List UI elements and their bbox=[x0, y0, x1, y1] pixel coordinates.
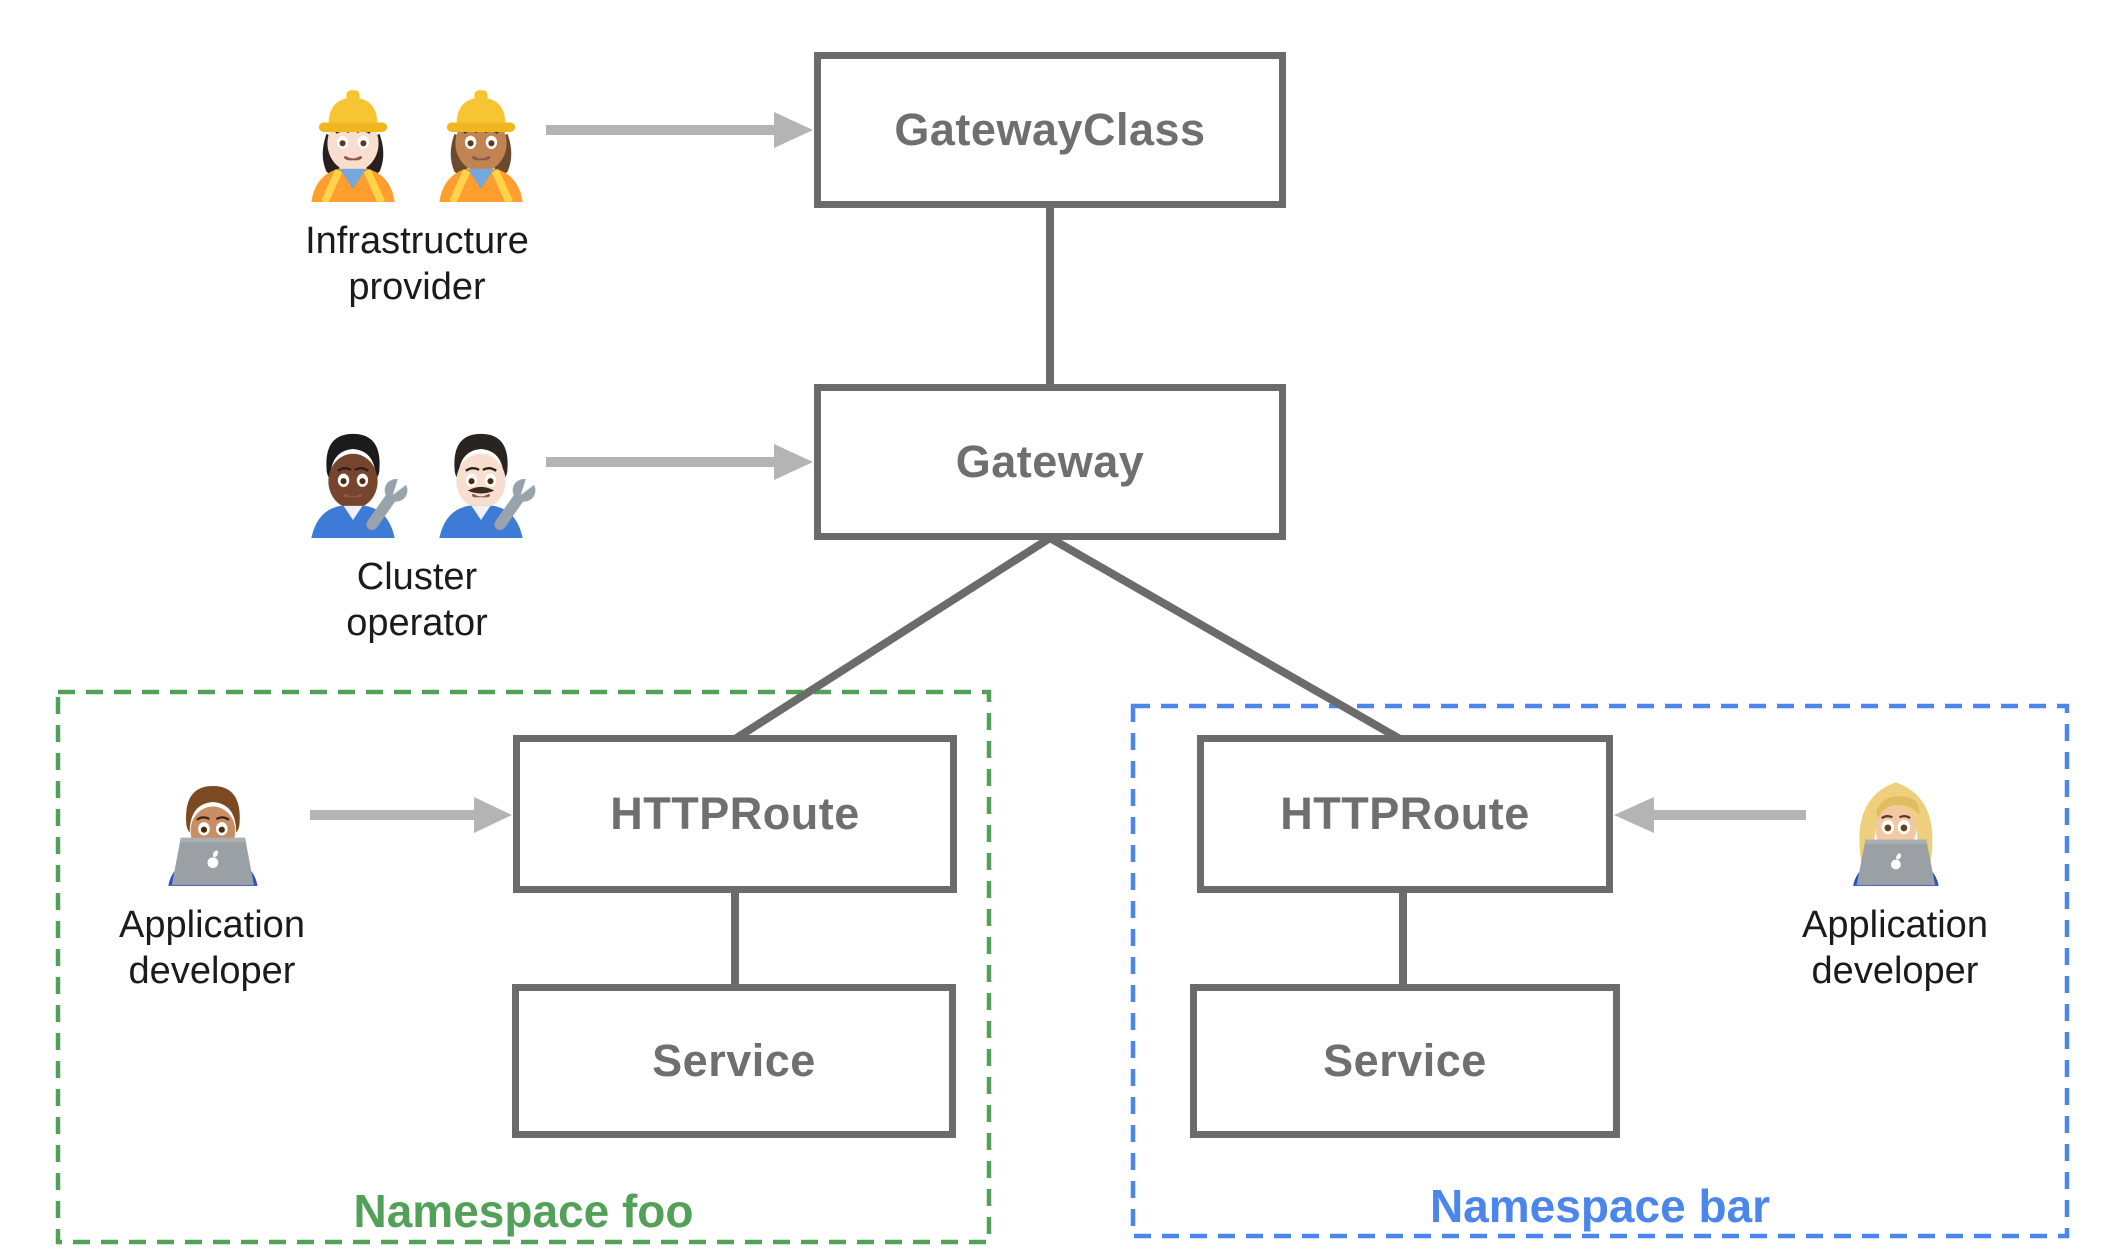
namespace-bar-label: Namespace bar bbox=[1429, 1180, 1771, 1232]
persona-application-developer-bar: Application developer bbox=[1745, 752, 2045, 995]
man-mechanic-light-skin-icon bbox=[424, 396, 538, 538]
node-service-bar: Service bbox=[1190, 984, 1620, 1138]
application-developer-foo-icons bbox=[154, 752, 270, 886]
woman-technologist-icon bbox=[1837, 752, 1953, 886]
node-httproute-foo: HTTPRoute bbox=[513, 735, 957, 893]
node-service-foo: Service bbox=[512, 984, 956, 1138]
edge-gateway-httproute-bar bbox=[1048, 534, 1402, 743]
node-httproute-bar: HTTPRoute bbox=[1197, 735, 1613, 893]
node-gateway: Gateway bbox=[814, 384, 1286, 540]
infrastructure-provider-label: Infrastructure provider bbox=[305, 220, 529, 309]
application-developer-bar-icons bbox=[1837, 752, 1953, 886]
woman-construction-worker-medium-skin-icon bbox=[424, 60, 538, 202]
namespace-foo-label: Namespace foo bbox=[353, 1185, 694, 1237]
edge-gateway-httproute-foo bbox=[732, 534, 1053, 743]
namespace-foo-boundary bbox=[55, 689, 992, 1245]
woman-construction-worker-light-skin-icon bbox=[296, 60, 410, 202]
arrow-cluster-operator-to-gateway bbox=[546, 444, 813, 480]
man-technologist-icon bbox=[154, 752, 270, 886]
node-httproute-bar-label: HTTPRoute bbox=[1280, 788, 1530, 839]
arrow-app-developer-to-httproute-bar bbox=[1614, 797, 1806, 833]
node-gatewayclass: GatewayClass bbox=[814, 52, 1286, 208]
application-developer-bar-label: Application developer bbox=[1802, 904, 1988, 993]
mechanic-dark-skin-icon bbox=[296, 396, 410, 538]
persona-infrastructure-provider: Infrastructure provider bbox=[217, 60, 617, 311]
node-gateway-label: Gateway bbox=[955, 436, 1145, 487]
arrow-infrastructure-provider-to-gatewayclass bbox=[546, 112, 813, 148]
node-gatewayclass-label: GatewayClass bbox=[894, 104, 1206, 155]
application-developer-foo-label: Application developer bbox=[119, 904, 305, 993]
cluster-operator-label: Cluster operator bbox=[346, 556, 488, 645]
cluster-operator-icons bbox=[296, 396, 538, 538]
namespace-bar-boundary bbox=[1130, 703, 2070, 1239]
arrow-app-developer-to-httproute-foo bbox=[310, 797, 512, 833]
node-service-foo-label: Service bbox=[652, 1035, 816, 1086]
persona-application-developer-foo: Application developer bbox=[62, 752, 362, 995]
node-httproute-foo-label: HTTPRoute bbox=[610, 788, 860, 839]
node-service-bar-label: Service bbox=[1323, 1035, 1487, 1086]
infrastructure-provider-icons bbox=[296, 60, 538, 202]
persona-cluster-operator: Cluster operator bbox=[217, 396, 617, 647]
